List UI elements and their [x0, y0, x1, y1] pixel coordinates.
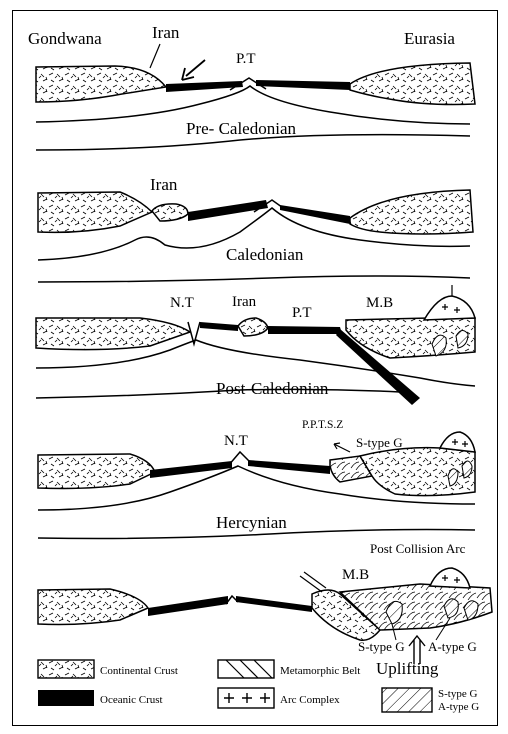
label-iran: Iran: [152, 24, 179, 41]
legend-label-a-type: A-type G: [438, 701, 479, 713]
continental-crust-gondwana: [38, 192, 152, 232]
label-iran: Iran: [232, 295, 256, 310]
oceanic-crust-middle: [268, 326, 342, 334]
continental-crust-eurasia: [350, 190, 473, 234]
legend-label-s-type: S-type G: [438, 688, 477, 700]
continental-crust-gondwana: [38, 589, 148, 625]
label-iran: Iran: [150, 176, 177, 193]
label-metamorphic-belt: M.B: [366, 296, 393, 311]
legend-label-metamorphic: Metamorphic Belt: [280, 665, 360, 677]
label-a-type-granite: A-type G: [428, 640, 477, 653]
label-neo-tethys: N.T: [224, 434, 248, 449]
oceanic-crust-left: [200, 322, 238, 331]
shear-arrow-icon: [300, 572, 326, 592]
label-post-collision-arc: Post Collision Arc: [370, 542, 465, 555]
legend-swatch-oceanic: [38, 690, 94, 706]
stage-title-hercynian: Hercynian: [216, 514, 287, 531]
stage-title-caledonian: Caledonian: [226, 246, 303, 263]
oceanic-crust-left: [166, 81, 243, 92]
shear-arrow-icon: [334, 443, 350, 452]
oceanic-crust-left: [148, 596, 228, 616]
mantle-line: [38, 276, 470, 282]
label-eurasia: Eurasia: [404, 30, 455, 47]
label-pptsz: P.P.T.S.Z: [302, 420, 343, 432]
oceanic-crust-right: [248, 460, 330, 474]
label-uplifting: Uplifting: [376, 660, 438, 677]
stage-title-pre-caledonian: Pre- Caledonian: [186, 120, 296, 137]
legend-label-continental: Continental Crust: [100, 665, 178, 677]
legend: [38, 660, 432, 712]
legend-swatch-metamorphic: [218, 660, 274, 678]
oceanic-crust-left: [150, 461, 232, 478]
label-paleo-tethys: P.T: [236, 52, 256, 67]
continental-crust-eurasia: [350, 63, 475, 105]
iran-pointer: [150, 44, 160, 68]
label-s-type-granite: S-type G: [356, 436, 403, 449]
iran-block: [152, 204, 188, 221]
legend-swatch-granite: [382, 688, 432, 712]
iran-block: [238, 318, 268, 336]
arc-complex: [424, 296, 475, 320]
continental-crust-gondwana: [36, 66, 166, 102]
oceanic-crust-right: [256, 80, 350, 90]
label-s-type-granite: S-type G: [358, 640, 405, 653]
legend-label-arc: Arc Complex: [280, 694, 340, 706]
continental-crust-gondwana: [38, 454, 155, 489]
motion-arrow-icon: [182, 60, 205, 80]
legend-label-oceanic: Oceanic Crust: [100, 694, 163, 706]
label-neo-tethys: N.T: [170, 296, 194, 311]
label-gondwana: Gondwana: [28, 30, 102, 47]
legend-swatch-continental: [38, 660, 94, 678]
continental-crust-gondwana: [36, 318, 190, 350]
oceanic-crust-right: [236, 596, 312, 612]
label-metamorphic-belt: M.B: [342, 568, 369, 583]
label-paleo-tethys: P.T: [292, 306, 312, 321]
panel-2-caledonian: [38, 190, 473, 282]
panel-5-post-collision: [38, 568, 492, 664]
stage-title-post-caledonian: Post-Caledonian: [216, 380, 328, 397]
arc-complex: [430, 568, 470, 588]
